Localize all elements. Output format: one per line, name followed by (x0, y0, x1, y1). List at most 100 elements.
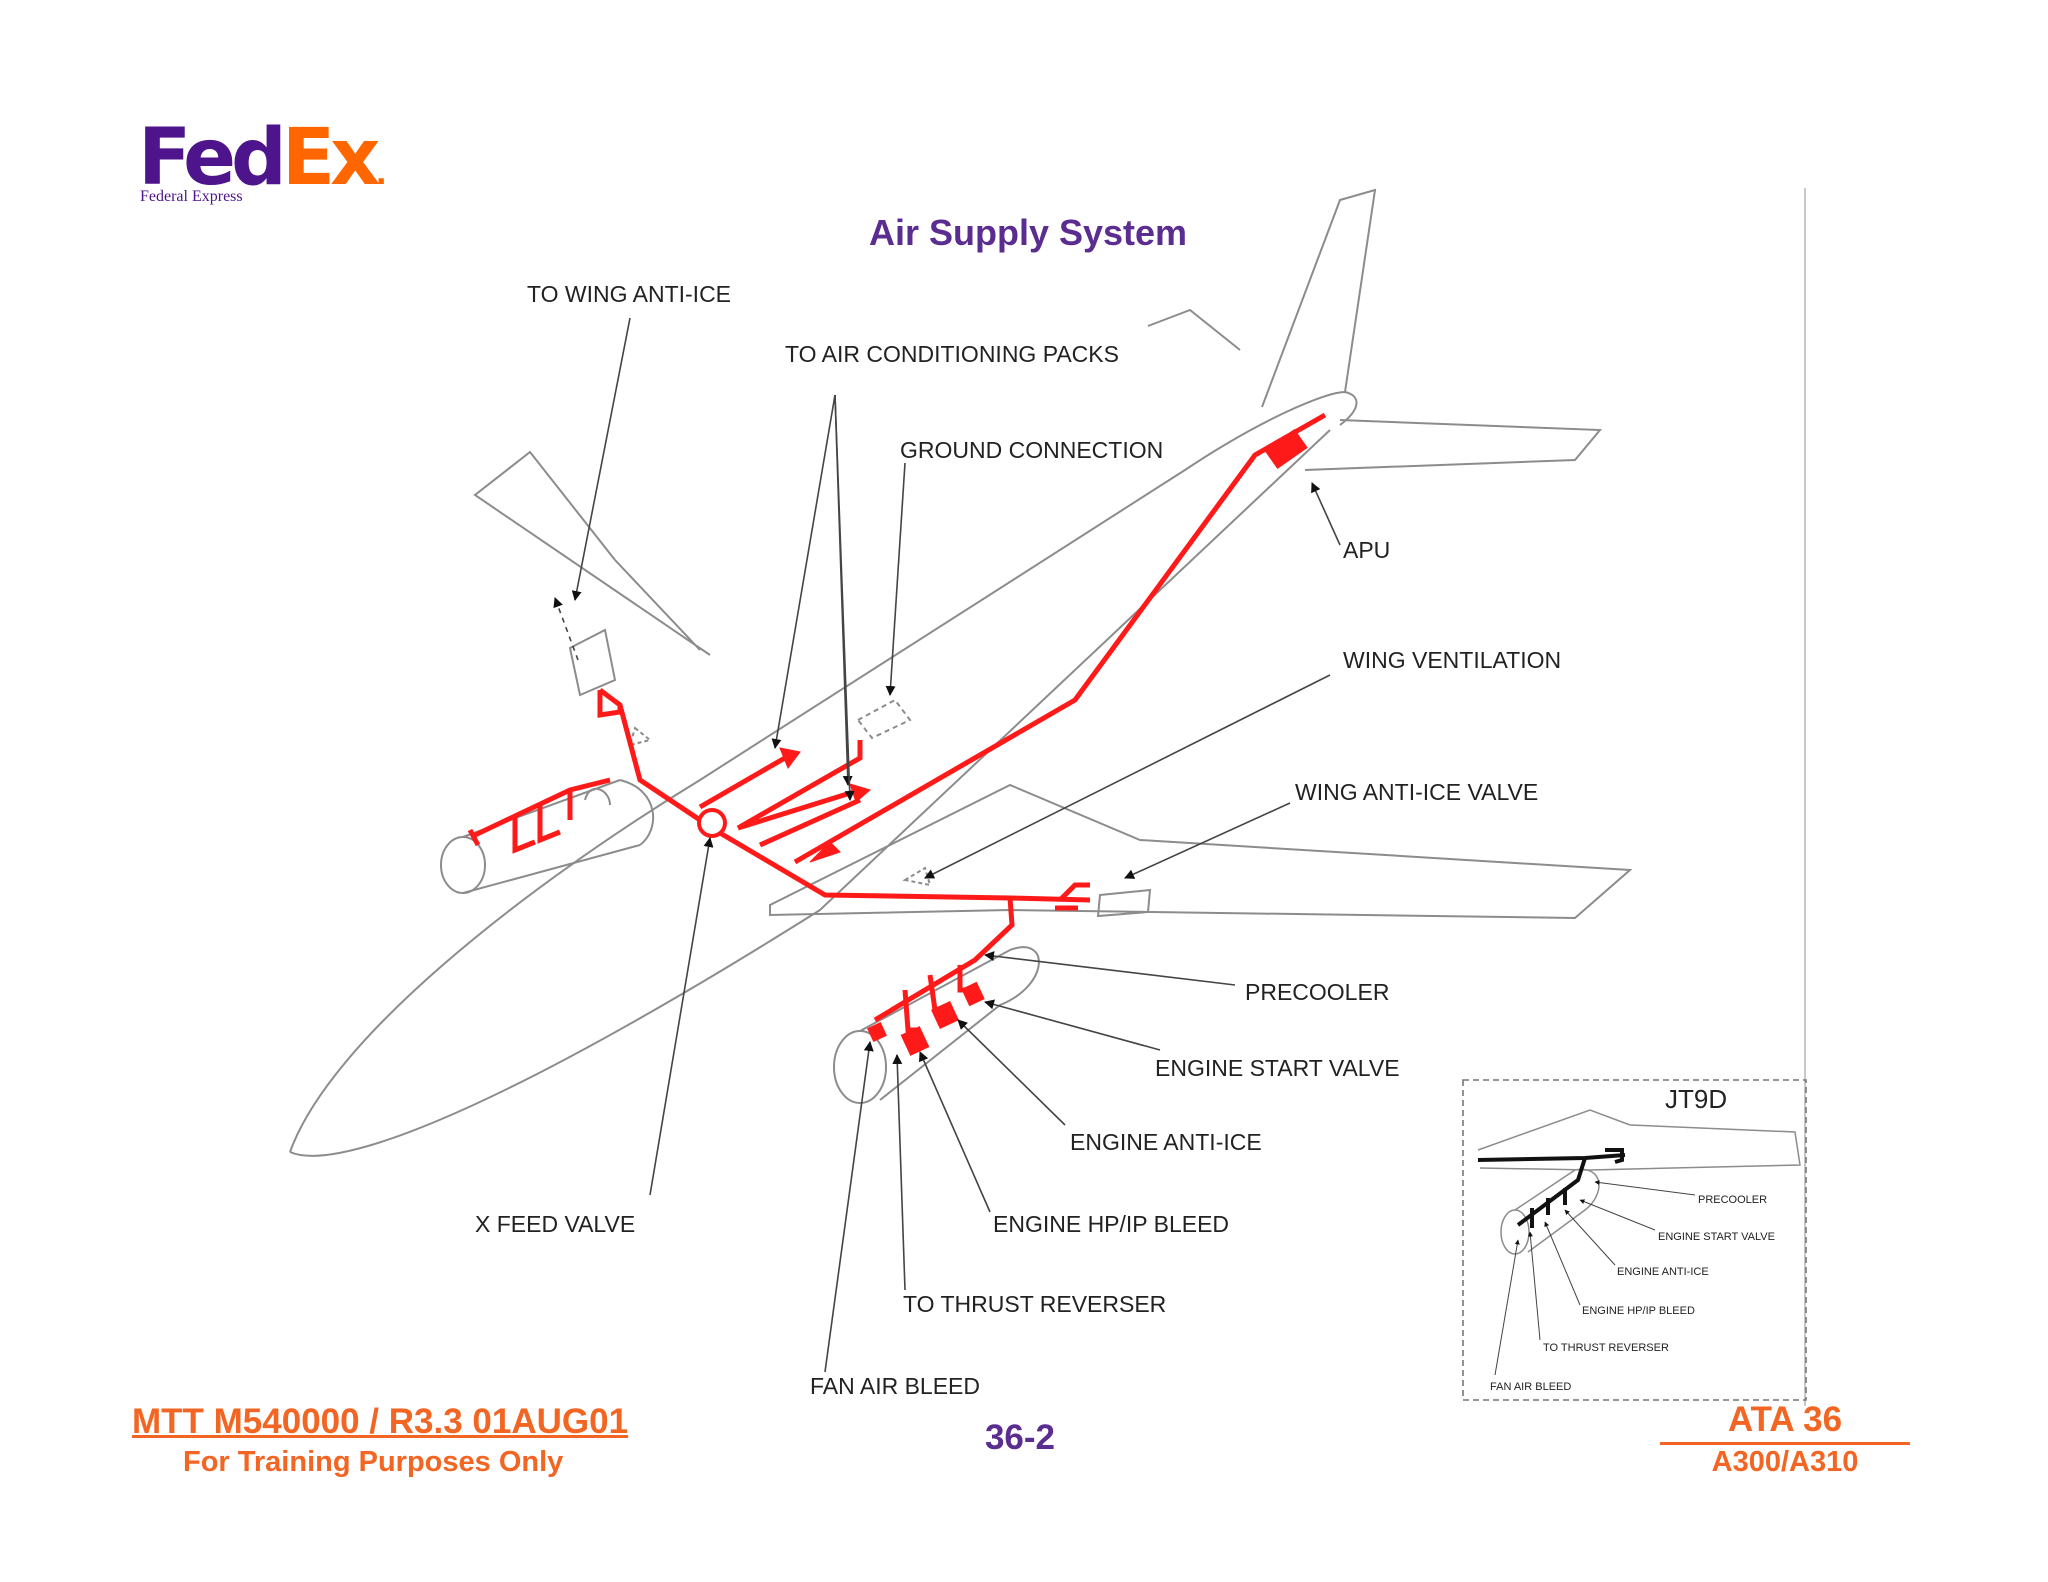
aircraft-outline (289, 188, 1633, 1157)
duct-to-apu (793, 412, 1327, 865)
inset-leader-anti-ice (1564, 1209, 1616, 1266)
label-precooler: PRECOOLER (1245, 979, 1389, 1005)
leader-packs-1 (771, 394, 836, 749)
leader-wing-anti-ice-dashed (553, 597, 579, 661)
duct-right-wing-valve (1055, 882, 1090, 911)
page-title: Air Supply System (868, 212, 1188, 253)
label-ground-connection: GROUND CONNECTION (900, 437, 1163, 463)
duct-left-engine-stub-1 (512, 790, 573, 854)
inset-label-fan-air-bleed: FAN AIR BLEED (1490, 1381, 1571, 1393)
duct-to-pack-2 (737, 787, 861, 831)
leader-fan-air-bleed (824, 1041, 874, 1373)
inset-leaders (1494, 1180, 1696, 1376)
leader-engine-start-valve (984, 999, 1161, 1051)
tail-fin-root (1147, 308, 1241, 351)
leader-wing-ventilation (924, 674, 1331, 879)
duct-left-crossover (598, 688, 717, 833)
inset-title: JT9D (1665, 1084, 1727, 1114)
label-fan-air-bleed: FAN AIR BLEED (810, 1373, 980, 1399)
inset-leader-thrust-reverser (1527, 1231, 1541, 1341)
leader-apu (1311, 482, 1341, 546)
leader-lines (553, 317, 1341, 1373)
wing-anti-ice-box-right (1096, 888, 1152, 918)
label-wing-anti-ice: TO WING ANTI-ICE (527, 281, 731, 307)
ground-connection-box (856, 698, 912, 740)
jt9d-inset: JT9D PRECOOLER ENGINE START VALVE ENGINE… (1462, 1079, 1807, 1401)
fuselage-bottom (289, 429, 1331, 1157)
leader-x-feed-valve (649, 837, 714, 1196)
footer-doc-reference: MTT M540000 / R3.3 01AUG01 (132, 1402, 629, 1441)
leader-engine-anti-ice (957, 1019, 1066, 1126)
frame-rule (1804, 188, 1806, 1406)
inset-frame (1462, 1079, 1807, 1401)
left-engine-nacelle-front (440, 836, 486, 894)
footer-page-number: 36-2 (984, 1418, 1056, 1457)
label-wing-anti-ice-valve: WING ANTI-ICE VALVE (1295, 779, 1538, 805)
duct-to-pack-3 (758, 797, 862, 848)
label-x-feed-valve: X FEED VALVE (475, 1211, 635, 1237)
footer-training-note: For Training Purposes Only (183, 1446, 564, 1478)
fedex-wordmark: FedEx. (138, 118, 387, 215)
duct-main-aft (713, 827, 1091, 903)
wing-anti-ice-box-left (568, 628, 617, 697)
inset-label-engine-start-valve: ENGINE START VALVE (1658, 1231, 1775, 1243)
label-apu: APU (1343, 537, 1390, 563)
inset-leader-hp-ip (1544, 1221, 1581, 1306)
duct-arrow-pack-2 (849, 783, 872, 803)
label-thrust-reverser: TO THRUST REVERSER (903, 1291, 1166, 1317)
inset-leader-start-valve (1579, 1199, 1656, 1231)
leader-engine-hp-ip-bleed (919, 1051, 991, 1213)
label-air-conditioning-packs: TO AIR CONDITIONING PACKS (785, 341, 1119, 367)
inset-label-thrust-reverser: TO THRUST REVERSER (1543, 1342, 1669, 1354)
leader-ground (885, 462, 906, 696)
inset-duct-valve (1605, 1148, 1624, 1164)
right-wing (769, 783, 1633, 920)
right-engine-nacelle (859, 946, 1040, 1101)
duct-ground (736, 740, 863, 831)
inset-ducting (1477, 1148, 1626, 1228)
inset-leader-fan (1494, 1239, 1520, 1376)
logo-subtitle: Federal Express (140, 188, 243, 205)
horizontal-stabilizer (1304, 419, 1603, 471)
duct-left-engine-cap (467, 828, 481, 847)
inset-nacelle-front (1500, 1209, 1530, 1255)
label-engine-start-valve: ENGINE START VALVE (1155, 1055, 1400, 1081)
inset-duct-drop (1516, 1157, 1587, 1227)
inset-duct-branches (1530, 1188, 1567, 1228)
left-pylon (584, 787, 611, 806)
left-wing (473, 450, 711, 656)
engine-block-3 (900, 1026, 930, 1056)
engine-block-1 (961, 981, 985, 1007)
inset-label-precooler: PRECOOLER (1698, 1194, 1767, 1206)
leader-wing-anti-ice (571, 317, 631, 601)
leader-precooler (984, 951, 1236, 986)
duct-arrow-pack-1 (779, 747, 801, 770)
x-feed-valve-symbol (697, 808, 727, 838)
tail-fin (1261, 188, 1377, 408)
duct-right-engine (873, 897, 1015, 1023)
apu-valve-block (1264, 428, 1308, 470)
engine-block-4 (867, 1022, 887, 1042)
duct-to-pack-1 (698, 752, 792, 810)
footer-aircraft-model: A300/A310 (1711, 1446, 1859, 1478)
duct-arrow-apu (809, 841, 841, 863)
fuselage-top (289, 390, 1358, 1153)
left-wing-edge (614, 559, 701, 651)
logo-dot: . (375, 157, 387, 192)
duct-left-anti-ice-stub (597, 690, 623, 718)
engine-block-2 (931, 1001, 959, 1029)
leader-wing-anti-ice-valve (1124, 802, 1291, 879)
leader-packs-3 (834, 394, 855, 801)
inset-label-engine-hp-ip-bleed: ENGINE HP/IP BLEED (1582, 1305, 1695, 1317)
inset-label-engine-anti-ice: ENGINE ANTI-ICE (1617, 1266, 1709, 1278)
logo-fed: Fed (138, 113, 287, 203)
inset-wing (1477, 1109, 1801, 1171)
inset-leader-precooler (1594, 1180, 1696, 1196)
right-engine-nacelle-front (833, 1030, 887, 1104)
bleed-ducting (467, 412, 1327, 1033)
leader-thrust-reverser (892, 1054, 906, 1291)
label-engine-hp-ip-bleed: ENGINE HP/IP BLEED (993, 1211, 1229, 1237)
logo-ex: Ex (281, 113, 381, 203)
label-engine-anti-ice: ENGINE ANTI-ICE (1070, 1129, 1262, 1155)
